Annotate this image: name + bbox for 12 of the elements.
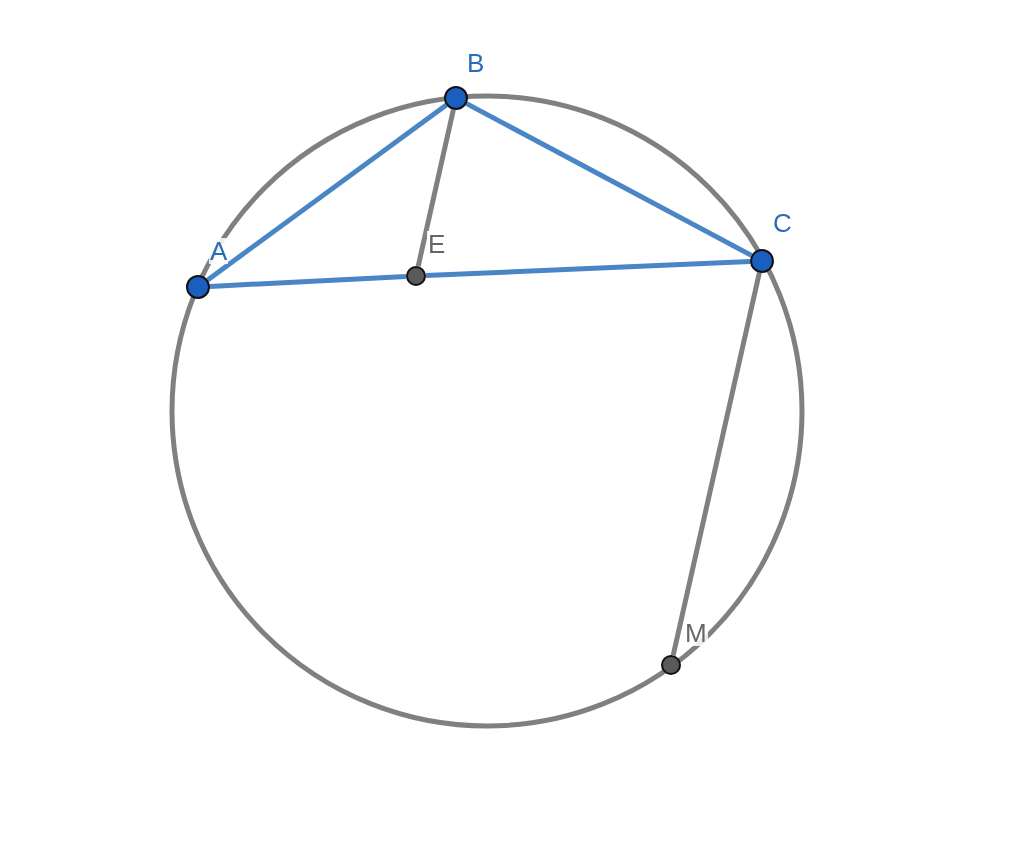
- line-segment: [206, 103, 448, 282]
- line-segment: [415, 109, 456, 267]
- line-segment: [425, 259, 751, 279]
- line-segment: [209, 274, 407, 289]
- point-marker: [661, 655, 681, 675]
- point-marker: [750, 249, 774, 273]
- line-segment: [465, 101, 753, 258]
- point-marker: [444, 86, 468, 110]
- point-marker: [406, 266, 426, 286]
- point-marker: [186, 275, 210, 299]
- point-label: A: [209, 238, 229, 264]
- line-segment: [670, 272, 762, 656]
